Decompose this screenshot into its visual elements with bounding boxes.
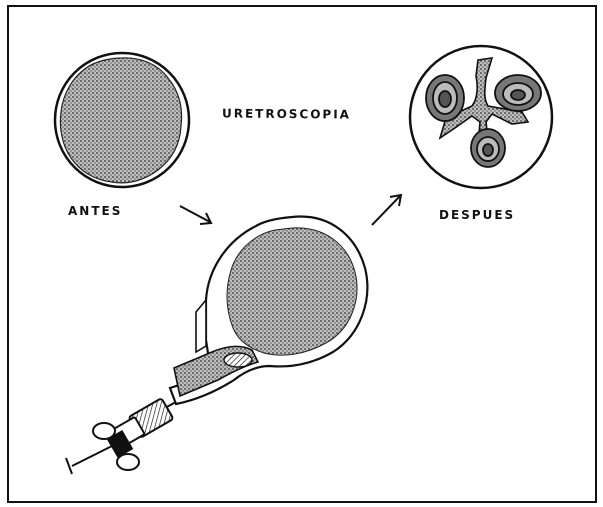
- bladder-balloon-icon: [170, 217, 367, 404]
- arrow-right-down-icon: [180, 206, 211, 224]
- syringe-icon: [66, 398, 176, 474]
- before-view-icon: [55, 53, 189, 187]
- diagram-title: URETROSCOPIA: [222, 106, 351, 121]
- label-before: ANTES: [68, 204, 122, 218]
- after-view-icon: [410, 46, 552, 188]
- label-after: DESPUES: [439, 208, 515, 222]
- arrow-up-right-icon: [372, 195, 401, 225]
